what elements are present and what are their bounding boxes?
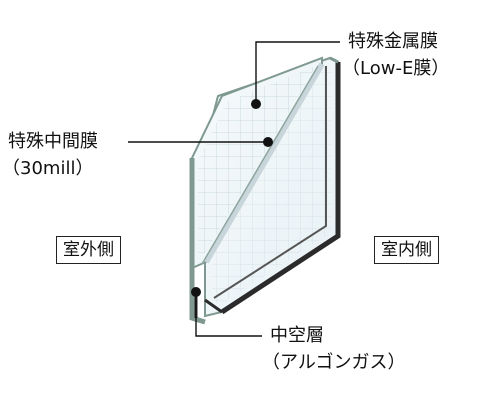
outdoor-glass-pane	[189, 56, 325, 325]
interlayer-label: 特殊中間膜	[8, 131, 98, 152]
hollow-layer-label: 中空層	[270, 325, 324, 346]
leader-dots	[191, 99, 273, 297]
metal-film-leader	[255, 41, 340, 104]
metal-film-label: 特殊金属膜	[348, 31, 438, 52]
hollow-layer-sublabel: （アルゴンガス）	[262, 352, 406, 373]
indoor-side-label: 室内側	[374, 236, 439, 264]
spacer-frame	[204, 66, 327, 314]
metal-film-sublabel: （Low-E膜）	[342, 58, 450, 79]
interlayer-sublabel: （30mill）	[2, 158, 94, 179]
outdoor-side-label: 室外側	[56, 236, 121, 264]
metal-film-dot	[251, 99, 261, 109]
interlayer-dot	[263, 137, 273, 147]
leader-lines	[128, 41, 340, 337]
hollow-layer-dot	[191, 287, 201, 297]
hollow-layer-leader	[195, 292, 262, 337]
